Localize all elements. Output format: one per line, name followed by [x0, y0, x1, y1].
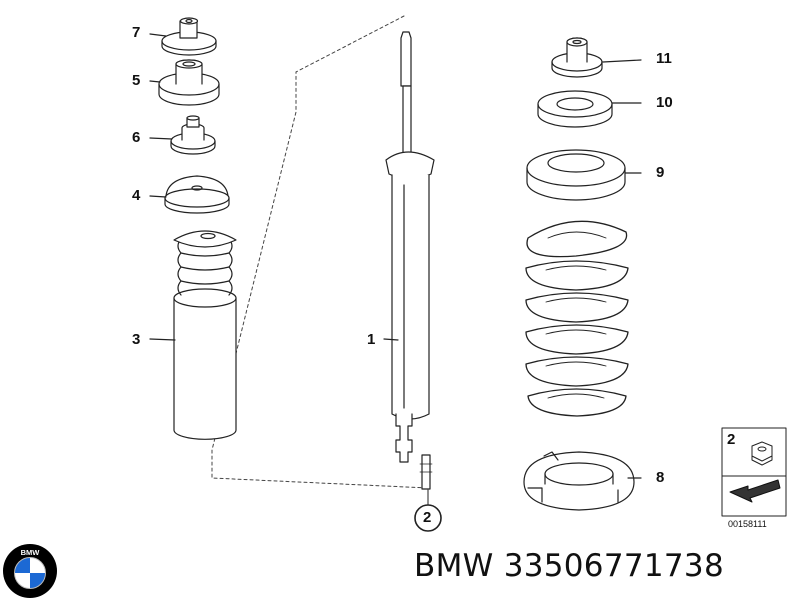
part-8-lower-spring-pad: [523, 451, 635, 511]
part-9-upper-spring-seat: [526, 149, 626, 201]
part-number-caption: BMW 33506771738: [414, 548, 724, 584]
detail-box-label: 2: [727, 431, 736, 448]
logo-letters: BMW: [21, 548, 41, 557]
leader-5: [149, 80, 161, 83]
bmw-logo: BMW: [3, 544, 57, 598]
leader-6: [149, 137, 173, 140]
label-11: 11: [656, 50, 672, 67]
reference-code: 00158111: [728, 519, 767, 529]
part-5-support-bearing: [158, 59, 220, 106]
detail-box: [721, 427, 787, 517]
arrow-icon: [729, 479, 781, 503]
part-6-stop-buffer: [170, 115, 216, 155]
label-10: 10: [656, 94, 673, 111]
label-4: 4: [132, 187, 141, 204]
label-7: 7: [132, 24, 141, 41]
label-2: 2: [423, 509, 432, 526]
label-5: 5: [132, 72, 141, 89]
assembly-guide-line: [211, 15, 429, 489]
part-10-spring-pad-ring: [537, 90, 613, 128]
leader-1: [383, 338, 399, 341]
part-7-washer: [161, 17, 217, 56]
leader-4: [149, 195, 167, 198]
label-8: 8: [656, 469, 665, 486]
part-11-rubber-mount: [551, 37, 603, 78]
label-9: 9: [656, 164, 665, 181]
label-6: 6: [132, 129, 141, 146]
part-1-shock-absorber: [385, 31, 435, 490]
hex-nut-icon: [751, 441, 773, 466]
part-3-protection-tube: [173, 230, 237, 440]
label-3: 3: [132, 331, 141, 348]
leader-3: [149, 338, 176, 341]
leader-7: [149, 33, 167, 37]
coil-spring: [525, 220, 629, 417]
part-4-upper-cap: [164, 175, 230, 214]
leader-11: [602, 59, 642, 63]
label-1: 1: [367, 331, 376, 348]
